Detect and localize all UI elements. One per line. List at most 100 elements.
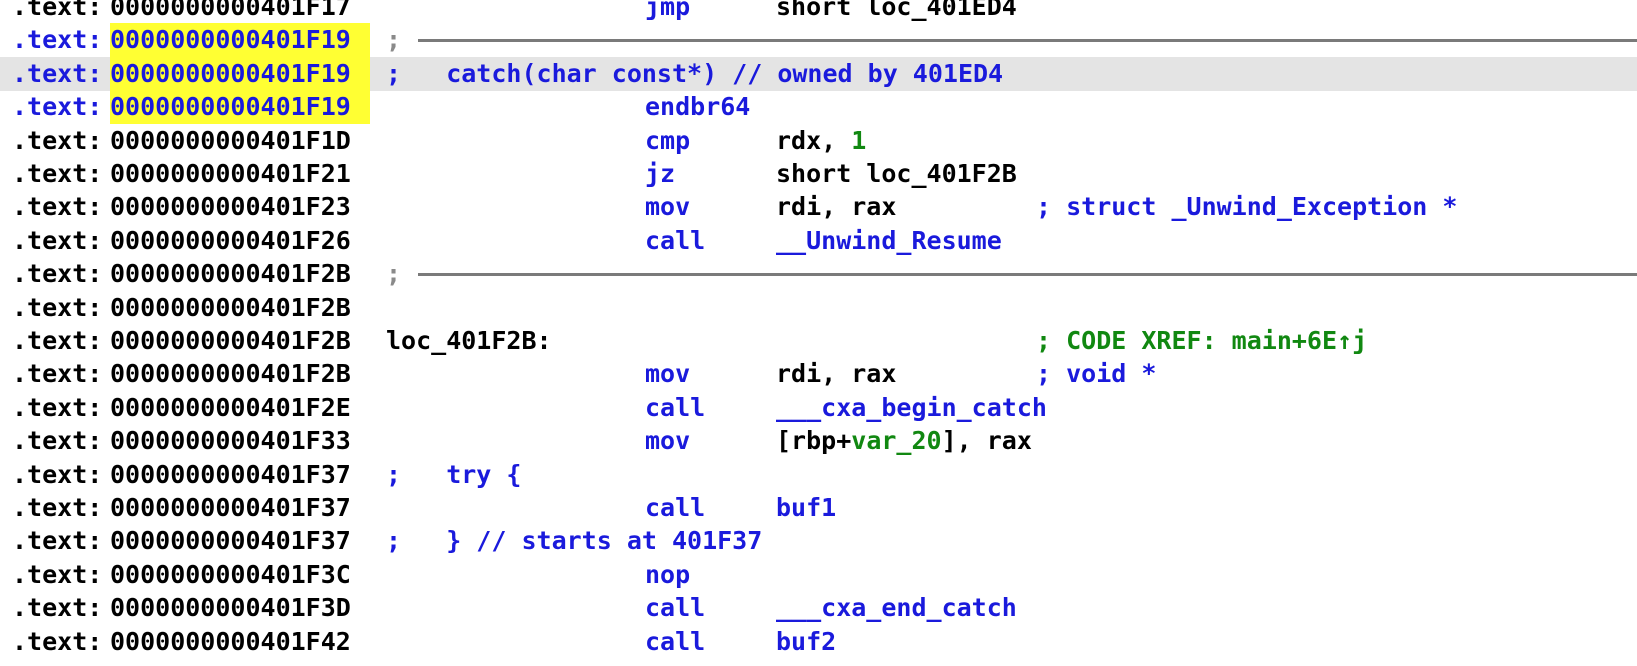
segment-prefix: .text: [12,225,103,255]
listing-line[interactable]: .text:0000000000401F37; } // starts at 4… [0,524,1637,558]
operands[interactable]: [rbp+var_20], rax [776,424,1032,458]
address[interactable]: 0000000000401F3D [110,593,351,623]
listing-line[interactable]: .text: 0000000000401F17 jmp short loc_401ED… [0,0,1637,24]
address[interactable]: 0000000000401F42 [110,626,351,656]
listing-line[interactable]: .text:0000000000401F21 jz short loc_401F2B [0,157,1637,191]
mnemonic[interactable]: mov [645,359,691,389]
mnemonic[interactable]: call [645,593,706,623]
separator-line[interactable]: .text:0000000000401F2B; [0,257,1637,291]
comment: ; void * [1036,359,1157,389]
mnemonic[interactable]: mov [645,192,691,222]
listing-line[interactable]: .text:0000000000401F26 call __Unwind_Resum… [0,224,1637,258]
listing-line[interactable]: .text:0000000000401F23 mov rdi, rax ; struc… [0,190,1637,224]
operands[interactable]: __Unwind_Resume [776,224,1002,258]
address[interactable]: 0000000000401F37 [110,459,351,489]
segment-prefix: .text: [12,559,103,589]
listing-line[interactable]: .text:0000000000401F1D cmp rdx, 1 [0,124,1637,158]
address[interactable]: 0000000000401F23 [110,192,351,222]
address[interactable]: 0000000000401F2B [110,326,351,355]
mnemonic[interactable]: nop [645,559,691,589]
listing-line[interactable]: .text:0000000000401F19 endbr64 [0,90,1637,125]
separator-rule [418,273,1637,277]
listing-line[interactable]: .text:0000000000401F2B [0,291,1637,325]
segment-prefix: .text: [12,626,103,656]
mnemonic[interactable]: call [645,626,706,656]
operand-part: ___cxa_end_catch [776,593,1017,623]
segment-prefix: .text: [12,125,103,155]
segment-prefix: .text: [12,159,103,188]
mnemonic[interactable]: call [645,493,706,522]
operands[interactable]: buf1 [776,491,836,525]
mnemonic[interactable]: jmp [645,0,691,21]
code-label[interactable]: ; catch(char const*) // owned by 401ED4 [386,58,1004,88]
operand-part: short loc_401ED4 [776,0,1017,21]
operand-part: short loc_401F2B [776,159,1017,188]
address[interactable]: 0000000000401F19 [110,23,370,58]
address[interactable]: 0000000000401F2E [110,392,351,422]
address[interactable]: 0000000000401F19 [110,90,370,125]
address[interactable]: 0000000000401F2B [110,292,351,322]
operands[interactable]: ___cxa_begin_catch [776,391,1047,425]
address[interactable]: 0000000000401F2B [110,259,351,289]
listing-line[interactable]: .text:0000000000401F3D call ___cxa_end_cat… [0,591,1637,625]
operands[interactable]: short loc_401F2B [776,157,1017,191]
operands[interactable]: rdi, rax [776,357,896,391]
listing-line[interactable]: .text:0000000000401F2E call ___cxa_begin_c… [0,391,1637,425]
listing-line[interactable]: .text:0000000000401F37; try { [0,458,1637,492]
mnemonic[interactable]: call [645,225,706,255]
mnemonic[interactable]: endbr64 [645,92,751,122]
address[interactable]: 0000000000401F1D [110,125,351,155]
operands[interactable]: rdx, 1 [776,124,866,158]
address[interactable]: 0000000000401F37 [110,493,351,522]
address[interactable]: 0000000000401F37 [110,526,351,556]
operand-part: __Unwind_Resume [776,225,1002,255]
address[interactable]: 0000000000401F19 [110,56,370,91]
operand-part: buf1 [776,493,837,522]
address[interactable]: 0000000000401F21 [110,159,351,188]
segment-prefix: .text: [12,25,103,55]
segment-prefix: .text: [12,58,103,88]
operand-part: buf2 [776,626,837,656]
operands[interactable]: rdi, rax [776,190,896,224]
operand-part: rdi, rax [776,192,897,222]
operand-part: var_20 [851,426,942,456]
separator-line[interactable]: .text:0000000000401F19; [0,23,1637,58]
address[interactable]: 0000000000401F3C [110,559,351,589]
address[interactable]: 0000000000401F17 [110,0,351,21]
comment: ; CODE XREF: main+6E↑j [1036,326,1368,355]
listing-line[interactable]: .text:0000000000401F42 call buf2 [0,625,1637,659]
code-label[interactable]: ; } // starts at 401F37 [386,526,763,556]
comment: ; struct _Unwind_Exception * [1036,192,1458,222]
code-label[interactable]: loc_401F2B: [386,326,552,355]
address[interactable]: 0000000000401F2B [110,359,351,389]
code-label[interactable]: ; try { [386,459,522,489]
operand-part: rdi, rax [776,359,897,389]
operand-part: ___cxa_begin_catch [776,392,1047,422]
segment-prefix: .text: [12,493,103,522]
segment-prefix: .text: [12,192,103,222]
address[interactable]: 0000000000401F26 [110,225,351,255]
segment-prefix: .text: [12,426,103,456]
listing-line[interactable]: .text:0000000000401F3C nop [0,558,1637,592]
listing-line[interactable]: .text:0000000000401F19 ; catch(char const… [0,56,1637,91]
mnemonic[interactable]: mov [645,426,691,456]
operand-part: ], rax [941,426,1032,456]
operand-part: 1 [851,125,867,155]
operands[interactable]: short loc_401ED4 [776,0,1017,24]
segment-prefix: .text: [12,392,103,422]
operands[interactable]: ___cxa_end_catch [776,591,1017,625]
mnemonic[interactable]: jz [645,159,676,188]
segment-prefix: .text: [12,92,103,122]
segment-prefix: .text: [12,0,103,21]
mnemonic[interactable]: call [645,392,706,422]
mnemonic[interactable]: cmp [645,125,691,155]
segment-prefix: .text: [12,593,103,623]
segment-prefix: .text: [12,292,103,322]
listing-line[interactable]: .text:0000000000401F37 call buf1 [0,491,1637,525]
address[interactable]: 0000000000401F33 [110,426,351,456]
listing-line[interactable]: .text:0000000000401F33 mov [rbp+var_20], r… [0,424,1637,458]
operands[interactable]: buf2 [776,625,836,659]
